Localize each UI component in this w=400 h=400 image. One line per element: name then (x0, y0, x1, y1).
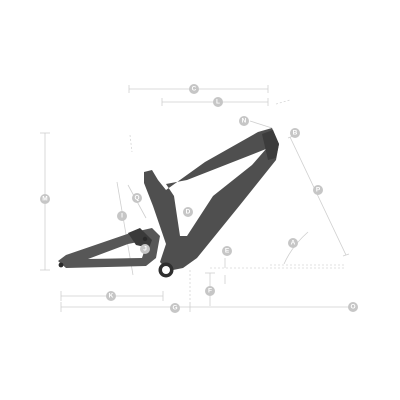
badge-m: M (40, 194, 50, 204)
dimension-lines (40, 85, 350, 312)
svg-text:D: D (186, 209, 191, 216)
svg-text:Q: Q (134, 195, 139, 202)
badge-i: I (117, 211, 127, 221)
badge-p: P (313, 185, 323, 195)
svg-text:F: F (208, 288, 212, 295)
badge-g: G (170, 303, 180, 313)
bike-frame (58, 128, 279, 278)
svg-text:G: G (172, 305, 177, 312)
svg-text:N: N (242, 118, 247, 125)
svg-text:I: I (121, 213, 123, 220)
svg-text:B: B (293, 130, 298, 137)
badge-b: B (290, 128, 300, 138)
badge-e: E (222, 246, 232, 256)
badge-j: J (140, 244, 150, 254)
svg-text:L: L (216, 99, 220, 106)
head-tube (262, 130, 279, 160)
badge-k: K (106, 291, 116, 301)
badge-d: D (183, 207, 193, 217)
badge-l: L (213, 97, 223, 107)
svg-text:C: C (192, 86, 197, 93)
bottom-bracket-inner (162, 266, 170, 274)
rocker-link (128, 228, 152, 248)
badge-n: N (239, 116, 249, 126)
rear-axle (58, 262, 64, 268)
svg-text:A: A (291, 240, 296, 247)
svg-text:M: M (42, 196, 47, 203)
svg-text:O: O (350, 304, 355, 311)
badge-f: F (205, 286, 215, 296)
svg-text:P: P (316, 187, 321, 194)
svg-text:E: E (225, 248, 230, 255)
svg-text:K: K (109, 293, 114, 300)
badge-o: O (348, 302, 358, 312)
pivot (142, 236, 148, 242)
badge-c: C (189, 84, 199, 94)
svg-text:J: J (143, 246, 147, 253)
badge-a: A (288, 238, 298, 248)
badge-q: Q (132, 193, 142, 203)
front-triangle (144, 128, 279, 271)
